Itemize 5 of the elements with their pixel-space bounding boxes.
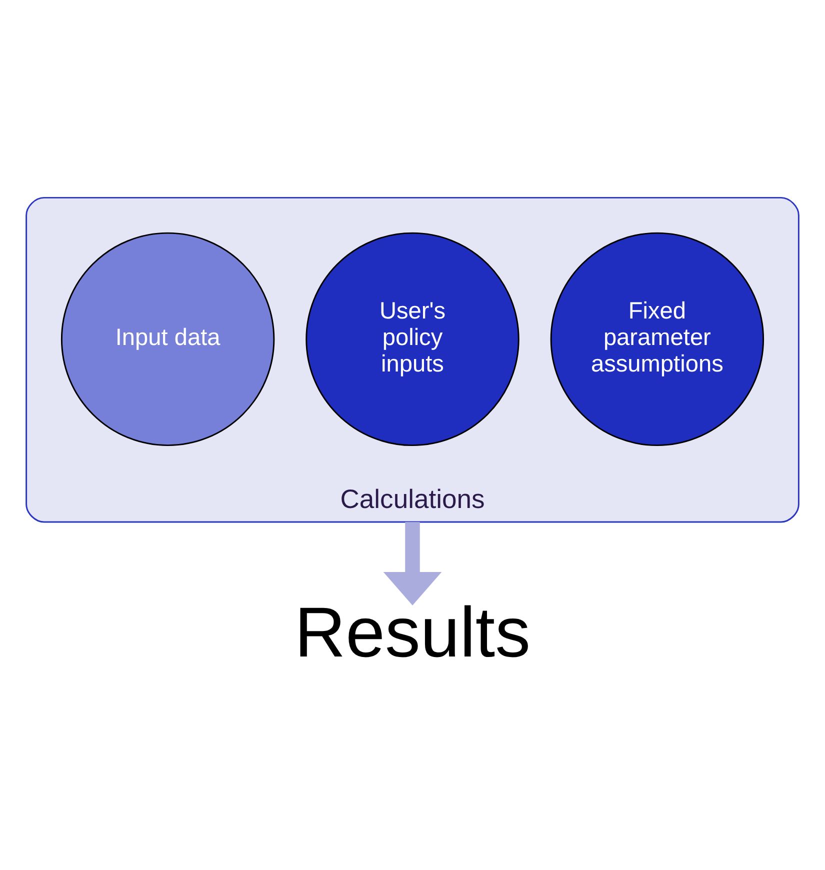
node-circle: Input data xyxy=(60,232,275,446)
node-circle: User's policy inputs xyxy=(306,232,520,446)
node-text: Results xyxy=(294,592,530,672)
node-circle: Fixed parameter assumptions xyxy=(550,232,764,446)
arrow xyxy=(383,522,442,606)
